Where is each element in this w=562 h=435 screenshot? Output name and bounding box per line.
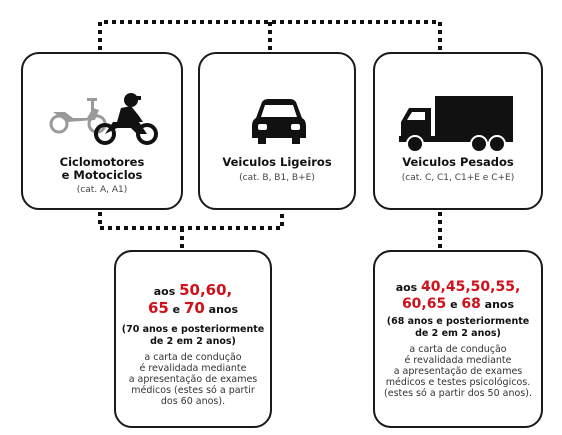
category-subtitle: (cat. C, C1, C1+E e C+E): [401, 173, 515, 183]
revalidation-box-right: aos 40,45,50,55, 60,65 e 68 anos (68 ano…: [373, 250, 543, 428]
revalidation-box-left: aos 50,60, 65 e 70 anos (70 anos e poste…: [114, 250, 272, 428]
category-subtitle: (cat. B, B1, B+E): [239, 173, 315, 183]
revalidation-note: (68 anos e posteriormente de 2 em 2 anos…: [386, 316, 530, 339]
revalidation-ages: aos 50,60, 65 e 70 anos: [147, 281, 239, 317]
revalidation-ages: aos 40,45,50,55, 60,65 e 68 anos: [395, 279, 521, 312]
revalidation-description: a carta de condução é revalidada mediant…: [128, 352, 258, 407]
category-box-light-vehicles: Veiculos Ligeiros (cat. B, B1, B+E): [198, 52, 356, 210]
category-subtitle: (cat. A, A1): [76, 185, 128, 195]
category-title: Veiculos Ligeiros: [222, 155, 332, 169]
revalidation-note: (70 anos e posteriormente de 2 em 2 anos…: [121, 324, 265, 347]
category-title: Veiculos Pesados: [402, 155, 514, 169]
motorcycle-moped-icon: [49, 93, 158, 145]
category-box-heavy-vehicles: Veiculos Pesados (cat. C, C1, C1+E e C+E…: [373, 52, 543, 210]
truck-icon: [399, 96, 513, 153]
connector-left-bottom: [98, 208, 284, 230]
category-title: Ciclomotores e Motociclos: [59, 155, 145, 182]
category-box-motorcycles: Ciclomotores e Motociclos (cat. A, A1): [21, 52, 183, 210]
revalidation-description: a carta de condução é revalidada mediant…: [384, 344, 532, 399]
car-icon: [252, 99, 306, 144]
